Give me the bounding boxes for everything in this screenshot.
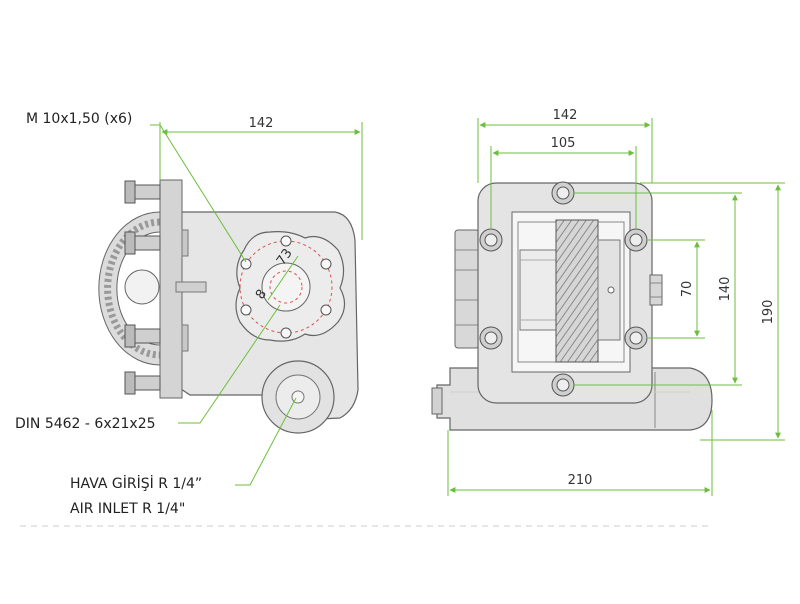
inlet-leader [235,397,297,486]
air-inlet-label-tr: HAVA GİRİŞİ R 1/4” [70,476,203,492]
housing-bolts [479,181,648,397]
thread-leader [150,124,247,263]
thread-label: M 10x1,50 (x6) [26,111,133,127]
spline-leader [178,304,281,424]
spline-label: DIN 5462 - 6x21x25 [15,416,156,432]
output-flange [235,231,346,342]
dim-right-inner: 105 [551,136,576,151]
dim-bottom-width: 210 [568,473,593,488]
left-view: 73 8 142 [98,116,363,486]
air-inlet-label-en: AIR INLET R 1/4" [70,501,186,517]
helical-gear [555,219,599,363]
dim-70: 70 [680,281,695,298]
flange-bolts [124,180,161,395]
dim-left-width: 142 [249,116,274,131]
dim-right-width: 142 [553,108,578,123]
right-view: 142 105 70 140 190 210 [431,108,785,496]
dim-140: 140 [718,277,733,302]
dim-190: 190 [761,300,776,325]
